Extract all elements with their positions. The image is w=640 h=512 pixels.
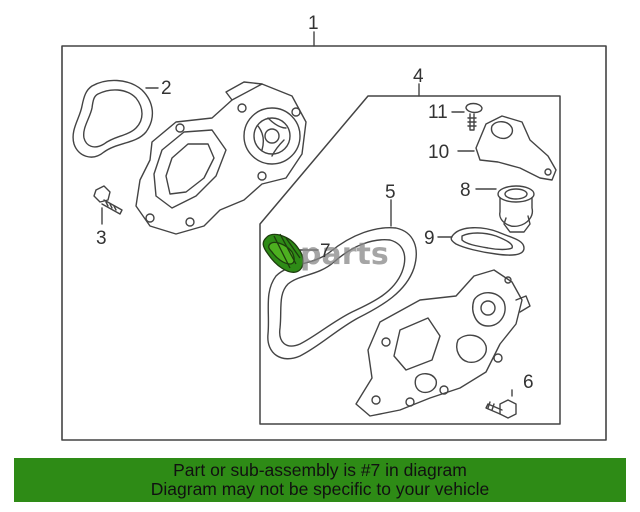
gasket-part-2 — [72, 79, 159, 158]
outlet-pipe-part-8 — [475, 185, 535, 233]
info-banner: Part or sub-assembly is #7 in diagram Di… — [14, 458, 626, 502]
sensor-housing-part-10 — [457, 115, 557, 181]
parts-diagram: parts 1 2 3 4 5 6 7 8 9 10 11 — [61, 13, 607, 441]
callout-9: 9 — [424, 228, 435, 249]
callout-5: 5 — [385, 182, 396, 203]
callout-1: 1 — [308, 13, 319, 34]
subassembly-frame — [259, 95, 561, 425]
callout-8: 8 — [460, 180, 471, 201]
thermostat-housing — [355, 269, 531, 417]
callout-6: 6 — [523, 372, 534, 393]
callout-2: 2 — [161, 78, 172, 99]
callout-10: 10 — [428, 142, 449, 163]
callout-4: 4 — [413, 66, 424, 87]
highlighted-part-7 — [262, 233, 304, 273]
banner-line-2: Diagram may not be specific to your vehi… — [150, 479, 490, 499]
banner-line-1: Part or sub-assembly is #7 in diagram — [173, 460, 467, 480]
watermark-text: parts — [300, 237, 389, 272]
gasket-part-5 — [267, 199, 417, 360]
outer-frame — [61, 45, 607, 441]
callout-11: 11 — [428, 102, 448, 123]
bolt-part-6 — [485, 389, 517, 419]
bolt-part-3 — [93, 185, 123, 225]
callout-3: 3 — [96, 228, 107, 249]
water-pump — [135, 81, 307, 235]
bolt-part-11 — [451, 102, 483, 131]
seal-part-9 — [437, 227, 525, 256]
callout-7: 7 — [320, 241, 331, 262]
